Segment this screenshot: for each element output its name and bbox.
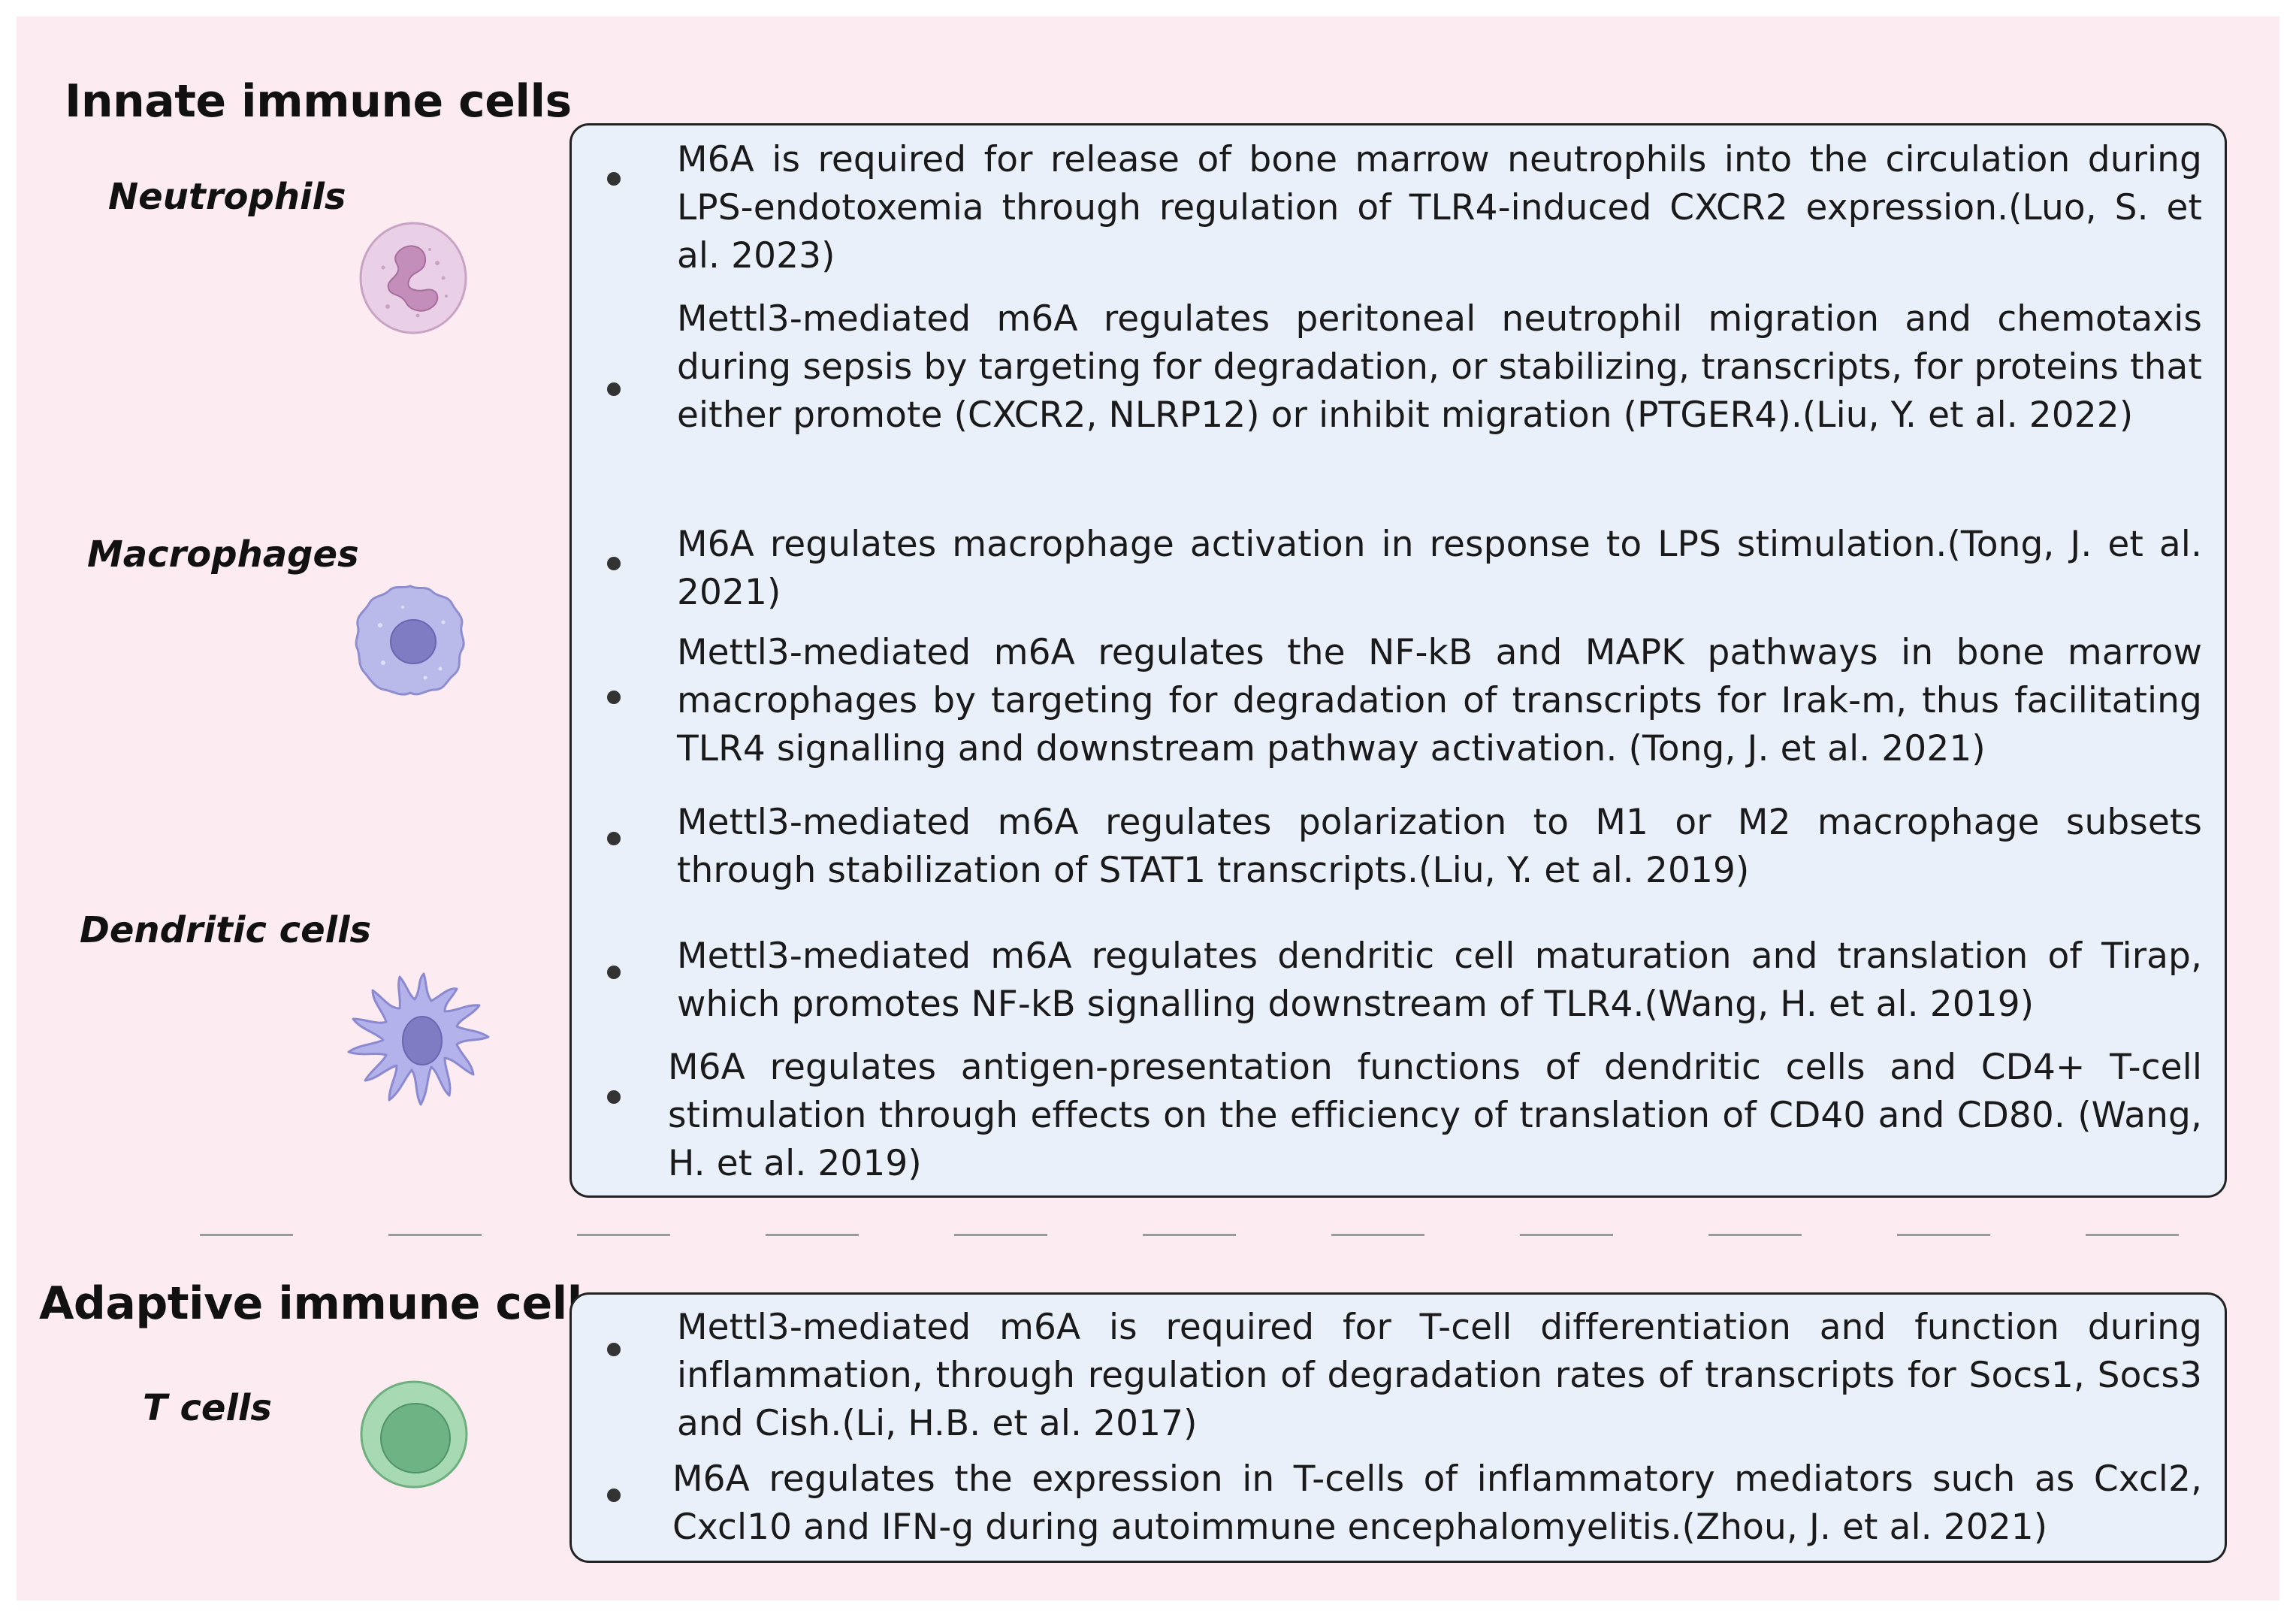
innate-findings-box: M6A is required for release of bone marr… (569, 123, 2227, 1198)
bullet-dot (607, 832, 621, 845)
finding-text: Mettl3-mediated m6A is required for T-ce… (677, 1307, 2202, 1444)
divider-dash (766, 1234, 859, 1236)
macrophage-icon (355, 585, 465, 696)
t-cell-icon (360, 1380, 468, 1489)
finding-text: Mettl3-mediated m6A regulates polarizati… (677, 802, 2202, 891)
divider-dash (1331, 1234, 1424, 1236)
dendritic-cell-icon (347, 972, 490, 1106)
bullet-dot (607, 172, 621, 186)
bullet-dot (607, 1343, 621, 1356)
divider-dash (388, 1234, 482, 1236)
bullet-dot (607, 1489, 621, 1502)
divider-dash (2086, 1234, 2179, 1236)
finding-text: M6A is required for release of bone marr… (677, 139, 2202, 277)
neutrophil-icon (359, 222, 467, 334)
divider-dash (577, 1234, 670, 1236)
macrophages-label: Macrophages (87, 533, 359, 576)
finding-text: M6A regulates the expression in T-cells … (672, 1458, 2202, 1548)
adaptive-findings-box: Mettl3-mediated m6A is required for T-ce… (569, 1292, 2227, 1563)
bullet-dot (607, 557, 621, 570)
finding-text: Mettl3-mediated m6A regulates dendritic … (677, 935, 2202, 1025)
adaptive-section-title: Adaptive immune cells (39, 1277, 609, 1330)
neutrophils-label: Neutrophils (108, 176, 346, 218)
bullet-dot (607, 966, 621, 979)
bullet-dot (607, 382, 621, 396)
finding-text: M6A regulates antigen-presentation funct… (668, 1047, 2202, 1184)
divider-dash (954, 1234, 1047, 1236)
t-cells-label: T cells (143, 1387, 272, 1429)
divider-dash (1897, 1234, 1990, 1236)
divider-dash (200, 1234, 293, 1236)
finding-text: M6A regulates macrophage activation in r… (677, 524, 2202, 613)
bullet-dot (607, 691, 621, 704)
finding-text: Mettl3-mediated m6A regulates the NF-kB … (677, 632, 2202, 769)
dendritic-cells-label: Dendritic cells (80, 909, 372, 951)
bullet-dot (607, 1090, 621, 1104)
divider-dash (1143, 1234, 1236, 1236)
innate-section-title: Innate immune cells (65, 75, 572, 128)
divider-dash (1520, 1234, 1613, 1236)
divider-dash (1708, 1234, 1802, 1236)
finding-text: Mettl3-mediated m6A regulates peritoneal… (677, 298, 2202, 436)
